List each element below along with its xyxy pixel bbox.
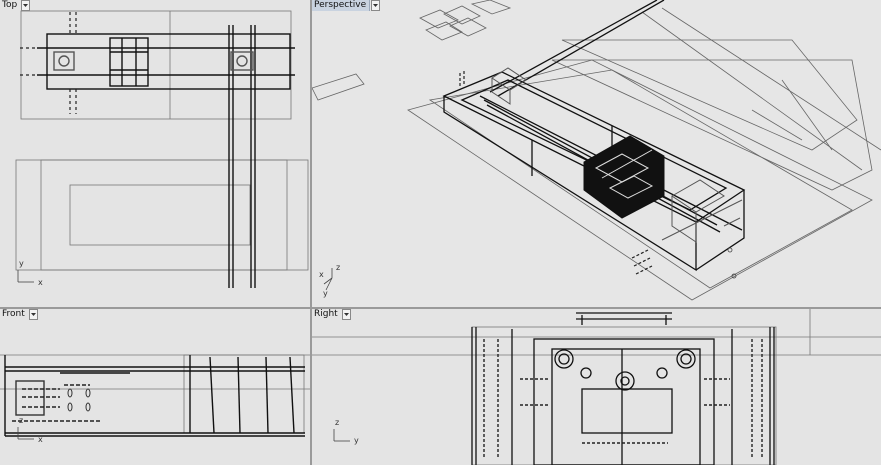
perspective-view-geometry — [312, 0, 881, 301]
chevron-down-icon[interactable] — [341, 309, 351, 320]
chevron-down-icon[interactable] — [28, 309, 38, 320]
viewport-tab-front[interactable]: Front — [0, 309, 38, 320]
axis-label-x: x — [319, 270, 324, 279]
viewport-top[interactable]: Top — [0, 0, 310, 307]
viewport-tab-perspective[interactable]: Perspective — [312, 0, 381, 11]
viewport-tab-right[interactable]: Right — [312, 309, 351, 320]
viewport-title: Perspective — [312, 0, 371, 11]
chevron-down-icon[interactable] — [21, 0, 31, 11]
right-view-geometry — [312, 309, 881, 465]
axis-label-y: y — [323, 289, 328, 298]
axis-label-y: y — [19, 259, 24, 268]
front-view-geometry — [0, 354, 310, 440]
chevron-down-icon[interactable] — [371, 0, 381, 11]
axis-label-y: y — [354, 436, 359, 445]
axis-label-z: z — [335, 418, 340, 427]
axis-label-x: x — [38, 435, 43, 444]
viewport-perspective[interactable]: Perspective — [312, 0, 881, 307]
viewport-front[interactable]: Front — [0, 309, 310, 465]
axis-label-x: x — [38, 278, 43, 287]
axis-label-z: z — [336, 263, 341, 272]
axis-label-z: z — [19, 416, 24, 425]
viewport-title: Right — [312, 309, 341, 320]
viewport-right[interactable]: Right — [312, 309, 881, 465]
top-view-geometry — [15, 10, 309, 288]
viewport-tab-top[interactable]: Top — [0, 0, 31, 11]
viewport-title: Top — [0, 0, 21, 11]
viewport-title: Front — [0, 309, 28, 320]
